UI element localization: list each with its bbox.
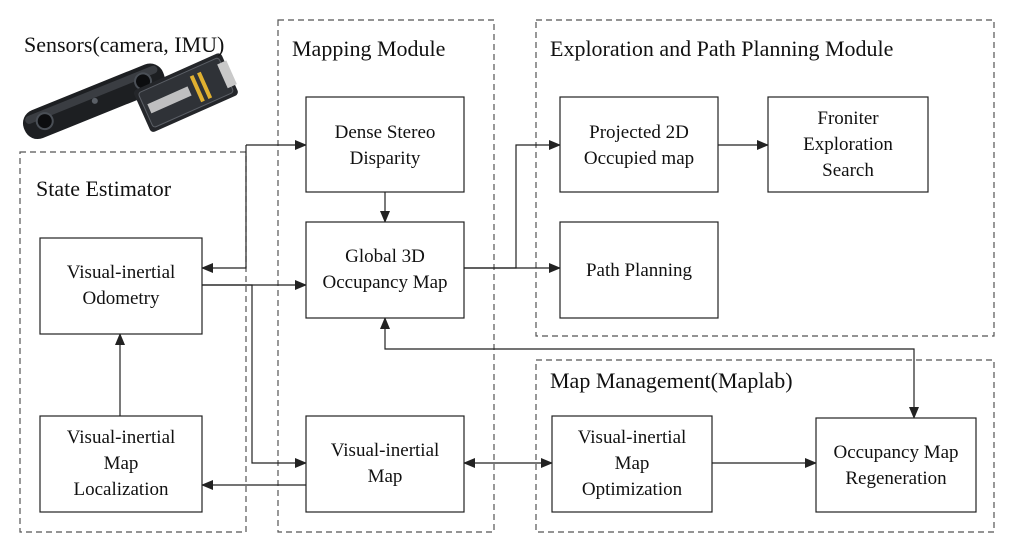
imu-flight-controller-icon xyxy=(133,53,238,132)
state-estimator-module xyxy=(19,151,247,533)
node-ocmr-line-2: Regeneration xyxy=(845,468,947,489)
node-vimap-line-1: Visual-inertial xyxy=(331,440,440,461)
node-vimo: Visual-inertial Map Optimization xyxy=(551,415,713,513)
node-vml: Visual-inertial Map Localization xyxy=(39,415,203,513)
node-pathplan-line-1: Path Planning xyxy=(586,260,693,281)
node-proj2d-line-1: Projected 2D xyxy=(589,122,689,143)
node-vml-line-2: Map xyxy=(104,453,139,474)
node-vimo-line-1: Visual-inertial xyxy=(578,427,687,448)
node-pathplan: Path Planning xyxy=(559,221,719,319)
node-dense-line-2: Disparity xyxy=(350,148,421,169)
state-estimator-title: State Estimator xyxy=(36,176,172,201)
vio-to-vimap-arrow xyxy=(202,284,307,468)
map-management-module xyxy=(535,359,995,533)
node-vml-line-3: Localization xyxy=(74,479,169,500)
node-frontier-line-1: Froniter xyxy=(817,108,879,129)
mapping-module-title: Mapping Module xyxy=(292,36,445,61)
sensors-to-vio-arrow xyxy=(201,145,247,273)
node-vio-line-1: Visual-inertial xyxy=(67,262,176,283)
node-vml-line-1: Visual-inertial xyxy=(67,427,176,448)
node-global3d-line-2: Occupancy Map xyxy=(322,272,447,293)
node-vio-line-2: Odometry xyxy=(82,288,160,309)
mapping-module xyxy=(277,19,495,533)
sensors-title: Sensors(camera, IMU) xyxy=(24,32,224,57)
node-frontier-line-3: Search xyxy=(822,160,874,181)
connectors xyxy=(115,140,919,490)
node-dense: Dense Stereo Disparity xyxy=(305,96,465,193)
node-frontier: Froniter Exploration Search xyxy=(767,96,929,193)
node-global3d: Global 3D Occupancy Map xyxy=(305,221,465,319)
exploration-module-title: Exploration and Path Planning Module xyxy=(550,36,893,61)
node-vimap: Visual-inertial Map xyxy=(305,415,465,513)
global3d-to-proj2d-arrow xyxy=(464,140,561,269)
node-dense-line-1: Dense Stereo xyxy=(335,122,436,143)
node-vimo-line-2: Map xyxy=(615,453,650,474)
stereo-camera-icon xyxy=(22,63,165,140)
node-vimap-line-2: Map xyxy=(368,466,403,487)
node-global3d-line-1: Global 3D xyxy=(345,246,425,267)
global3d-ocmr-bidirectional-arrow xyxy=(380,317,919,419)
node-proj2d-line-2: Occupied map xyxy=(584,148,694,169)
node-ocmr-line-1: Occupancy Map xyxy=(833,442,958,463)
node-vimo-line-3: Optimization xyxy=(582,479,683,500)
node-vio: Visual-inertial Odometry xyxy=(39,237,203,335)
map-management-title: Map Management(Maplab) xyxy=(550,368,793,393)
node-proj2d: Projected 2D Occupied map xyxy=(559,96,719,193)
sensor-hardware-image xyxy=(22,53,238,140)
node-frontier-line-2: Exploration xyxy=(803,134,893,155)
node-ocmr: Occupancy Map Regeneration xyxy=(815,417,977,513)
